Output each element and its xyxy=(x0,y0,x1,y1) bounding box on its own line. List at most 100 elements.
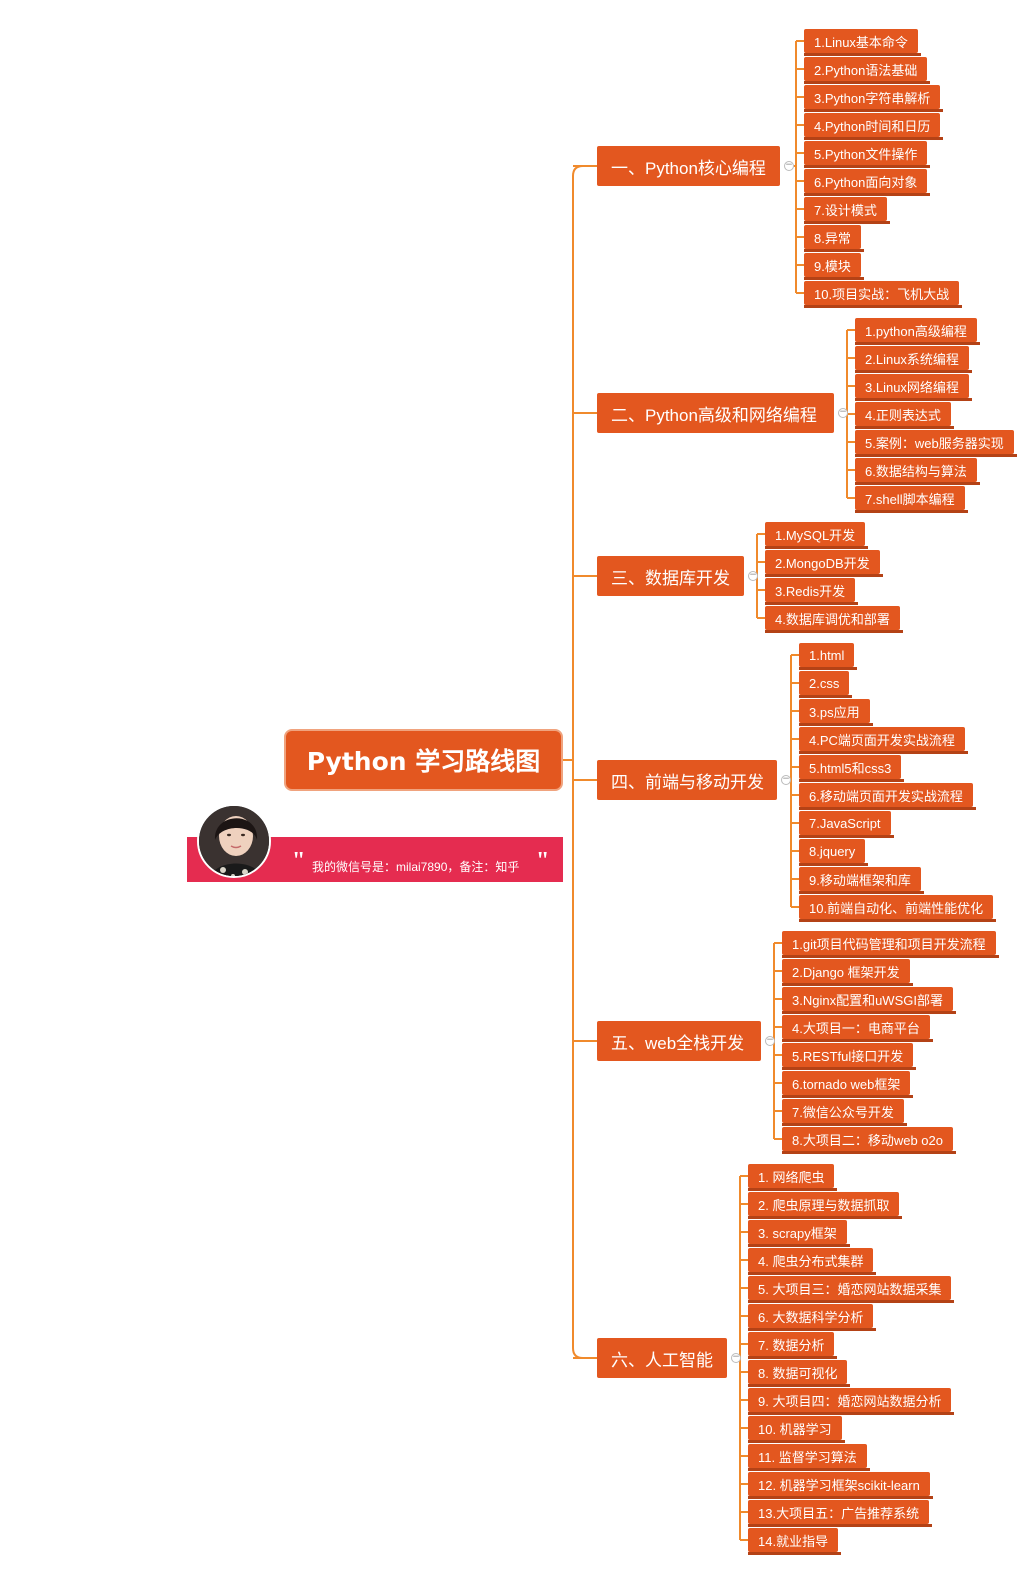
leaf-node[interactable]: 6. 大数据科学分析 xyxy=(748,1304,877,1331)
branch-node[interactable]: 四、前端与移动开发 xyxy=(597,760,777,800)
leaf-node[interactable]: 11. 监督学习算法 xyxy=(748,1444,870,1471)
leaf-node[interactable]: 10.项目实战：飞机大战 xyxy=(804,281,963,308)
avatar xyxy=(197,804,271,878)
leaf-node[interactable]: 9. 大项目四：婚恋网站数据分析 xyxy=(748,1388,955,1415)
branch-node[interactable]: 一、Python核心编程 xyxy=(597,146,780,186)
collapse-toggle-icon[interactable]: − xyxy=(731,1352,741,1363)
branch-node[interactable]: 五、web全栈开发 xyxy=(597,1021,761,1061)
leaf-node[interactable]: 6.tornado web框架 xyxy=(782,1071,914,1098)
leaf-label: 5.Python文件操作 xyxy=(814,146,918,162)
leaf-node[interactable]: 5.案例：web服务器实现 xyxy=(855,430,1017,457)
leaf-node[interactable]: 10.前端自动化、前端性能优化 xyxy=(799,895,997,922)
leaf-label: 7. 数据分析 xyxy=(758,1337,825,1353)
collapse-toggle-icon[interactable]: − xyxy=(748,570,758,581)
leaf-node[interactable]: 6.数据结构与算法 xyxy=(855,458,980,485)
leaf-label: 6.移动端页面开发实战流程 xyxy=(809,788,963,804)
leaf-node[interactable]: 4.大项目一：电商平台 xyxy=(782,1015,933,1042)
leaf-label: 4.PC端页面开发实战流程 xyxy=(809,732,955,748)
branch-node[interactable]: 六、人工智能 xyxy=(597,1338,727,1378)
leaf-label: 6.数据结构与算法 xyxy=(865,463,967,479)
leaf-label: 5.RESTful接口开发 xyxy=(792,1048,904,1064)
leaf-node[interactable]: 7.设计模式 xyxy=(804,197,890,224)
leaf-label: 10.项目实战：飞机大战 xyxy=(814,286,950,302)
leaf-node[interactable]: 3.Python字符串解析 xyxy=(804,85,944,112)
leaf-node[interactable]: 3.Redis开发 xyxy=(765,578,859,605)
leaf-node[interactable]: 7.shell脚本编程 xyxy=(855,486,968,513)
leaf-node[interactable]: 8.大项目二：移动web o2o xyxy=(782,1127,956,1154)
leaf-node[interactable]: 7. 数据分析 xyxy=(748,1332,838,1359)
leaf-label: 10. 机器学习 xyxy=(758,1421,832,1437)
leaf-label: 4.数据库调优和部署 xyxy=(775,611,890,627)
leaf-node[interactable]: 7.JavaScript xyxy=(799,811,894,838)
leaf-node[interactable]: 1.python高级编程 xyxy=(855,318,980,345)
close-quote-mark: " xyxy=(536,848,550,874)
leaf-node[interactable]: 12. 机器学习框架scikit-learn xyxy=(748,1472,933,1499)
branch-label: 一、Python核心编程 xyxy=(611,158,766,178)
leaf-node[interactable]: 8. 数据可视化 xyxy=(748,1360,851,1387)
leaf-node[interactable]: 2. 爬虫原理与数据抓取 xyxy=(748,1192,903,1219)
collapse-toggle-icon[interactable]: − xyxy=(838,407,848,418)
branch-label: 三、数据库开发 xyxy=(611,568,730,588)
leaf-node[interactable]: 2.css xyxy=(799,671,853,698)
leaf-label: 8.异常 xyxy=(814,230,851,246)
leaf-node[interactable]: 3.ps应用 xyxy=(799,699,873,726)
collapse-toggle-icon[interactable]: − xyxy=(781,774,791,785)
leaf-label: 2.Django 框架开发 xyxy=(792,964,900,980)
leaf-node[interactable]: 4.正则表达式 xyxy=(855,402,954,429)
leaf-label: 3.Nginx配置和uWSGI部署 xyxy=(792,992,943,1008)
branch-node[interactable]: 三、数据库开发 xyxy=(597,556,744,596)
leaf-label: 4.正则表达式 xyxy=(865,407,941,423)
leaf-node[interactable]: 3.Nginx配置和uWSGI部署 xyxy=(782,987,956,1014)
leaf-node[interactable]: 14.就业指导 xyxy=(748,1528,842,1555)
leaf-label: 11. 监督学习算法 xyxy=(758,1449,857,1465)
leaf-node[interactable]: 1.git项目代码管理和项目开发流程 xyxy=(782,931,999,958)
leaf-node[interactable]: 8.jquery xyxy=(799,839,869,866)
leaf-node[interactable]: 3.Linux网络编程 xyxy=(855,374,972,401)
leaf-label: 2. 爬虫原理与数据抓取 xyxy=(758,1197,890,1213)
leaf-label: 7.JavaScript xyxy=(809,815,881,831)
branch-node[interactable]: 二、Python高级和网络编程 xyxy=(597,393,834,433)
leaf-label: 14.就业指导 xyxy=(758,1533,829,1549)
root-title: Python 学习路线图 xyxy=(306,747,541,776)
leaf-label: 5. 大项目三：婚恋网站数据采集 xyxy=(758,1281,942,1297)
leaf-label: 5.案例：web服务器实现 xyxy=(865,435,1004,451)
leaf-node[interactable]: 5.RESTful接口开发 xyxy=(782,1043,917,1070)
leaf-node[interactable]: 1. 网络爬虫 xyxy=(748,1164,838,1191)
leaf-label: 7.设计模式 xyxy=(814,202,877,218)
leaf-node[interactable]: 5.html5和css3 xyxy=(799,755,905,782)
leaf-node[interactable]: 5. 大项目三：婚恋网站数据采集 xyxy=(748,1276,955,1303)
branch-label: 六、人工智能 xyxy=(611,1350,713,1370)
collapse-toggle-icon[interactable]: − xyxy=(765,1035,775,1046)
leaf-node[interactable]: 6.Python面向对象 xyxy=(804,169,931,196)
leaf-node[interactable]: 8.异常 xyxy=(804,225,864,252)
leaf-label: 4. 爬虫分布式集群 xyxy=(758,1253,864,1269)
leaf-node[interactable]: 4.数据库调优和部署 xyxy=(765,606,903,633)
leaf-node[interactable]: 7.微信公众号开发 xyxy=(782,1099,907,1126)
leaf-node[interactable]: 2.Linux系统编程 xyxy=(855,346,972,373)
leaf-label: 2.MongoDB开发 xyxy=(775,555,870,571)
leaf-node[interactable]: 13.大项目五：广告推荐系统 xyxy=(748,1500,933,1527)
leaf-node[interactable]: 9.移动端框架和库 xyxy=(799,867,924,894)
leaf-node[interactable]: 4.Python时间和日历 xyxy=(804,113,944,140)
leaf-node[interactable]: 10. 机器学习 xyxy=(748,1416,845,1443)
leaf-label: 4.Python时间和日历 xyxy=(814,118,931,134)
leaf-label: 6.Python面向对象 xyxy=(814,174,918,190)
leaf-node[interactable]: 6.移动端页面开发实战流程 xyxy=(799,783,976,810)
leaf-label: 3.Redis开发 xyxy=(775,583,846,599)
leaf-node[interactable]: 1.Linux基本命令 xyxy=(804,29,921,56)
leaf-node[interactable]: 1.html xyxy=(799,643,858,670)
root-node[interactable]: Python 学习路线图 xyxy=(284,729,563,791)
collapse-toggle-icon[interactable]: − xyxy=(784,160,794,171)
leaf-node[interactable]: 2.MongoDB开发 xyxy=(765,550,883,577)
leaf-node[interactable]: 3. scrapy框架 xyxy=(748,1220,850,1247)
leaf-label: 1.MySQL开发 xyxy=(775,527,856,543)
leaf-node[interactable]: 1.MySQL开发 xyxy=(765,522,869,549)
leaf-node[interactable]: 4. 爬虫分布式集群 xyxy=(748,1248,877,1275)
leaf-label: 8.大项目二：移动web o2o xyxy=(792,1132,943,1148)
leaf-node[interactable]: 2.Django 框架开发 xyxy=(782,959,913,986)
leaf-label: 1.git项目代码管理和项目开发流程 xyxy=(792,936,986,952)
leaf-node[interactable]: 9.模块 xyxy=(804,253,864,280)
leaf-node[interactable]: 4.PC端页面开发实战流程 xyxy=(799,727,968,754)
leaf-node[interactable]: 2.Python语法基础 xyxy=(804,57,931,84)
leaf-node[interactable]: 5.Python文件操作 xyxy=(804,141,931,168)
